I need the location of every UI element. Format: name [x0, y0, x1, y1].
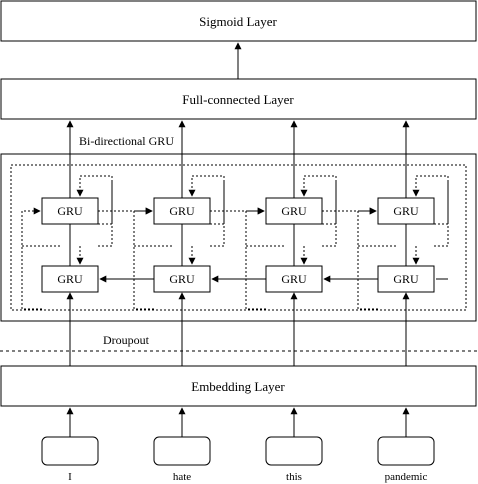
- dropout-label: Droupout: [103, 333, 150, 347]
- input-word-label-1: hate: [173, 471, 191, 483]
- input-word-box-0: [41, 436, 99, 466]
- forward-input-feed-2: [245, 207, 266, 310]
- forward-gru-cell-2: [265, 197, 323, 225]
- input-word-label-3: pandemic: [385, 471, 428, 483]
- input-word-label-0: I: [68, 471, 72, 483]
- sigmoid-layer-box: [0, 0, 477, 42]
- input-word-label-2: this: [286, 471, 302, 483]
- backward-gru-label-3: GRU: [393, 272, 419, 286]
- backward-loop-up-1: [210, 180, 225, 247]
- backward-loop-up-3: [434, 180, 449, 247]
- fully-connected-layer-label: Full-connected Layer: [182, 92, 294, 107]
- input-word-box-1: [153, 436, 211, 466]
- sigmoid-layer-label: Sigmoid Layer: [199, 14, 277, 29]
- forward-recurrent-loop-2: [300, 175, 337, 225]
- forward-recurrent-loop-3: [412, 175, 449, 225]
- backward-gru-cell-0: [41, 265, 99, 293]
- bigru-label: Bi-directional GRU: [79, 134, 174, 148]
- backward-loop-up-0: [98, 180, 113, 247]
- forward-input-feed-1: [133, 207, 154, 310]
- forward-recurrent-loop-0: [76, 175, 113, 225]
- backward-gru-cell-1: [153, 265, 211, 293]
- forward-gru-label-3: GRU: [393, 204, 419, 218]
- backward-gru-label-0: GRU: [57, 272, 83, 286]
- fully-connected-layer-box: [0, 78, 477, 120]
- embedding-layer-label: Embedding Layer: [191, 379, 285, 394]
- backward-gru-label-1: GRU: [169, 272, 195, 286]
- input-word-box-3: [377, 436, 435, 466]
- backward-gru-cell-2: [265, 265, 323, 293]
- forward-recurrent-loop-1: [188, 175, 225, 225]
- forward-input-feed-3: [357, 207, 378, 310]
- input-word-box-2: [265, 436, 323, 466]
- forward-gru-cell-3: [377, 197, 435, 225]
- forward-gru-label-2: GRU: [281, 204, 307, 218]
- backward-loop-up-2: [322, 180, 337, 247]
- backward-gru-label-2: GRU: [281, 272, 307, 286]
- forward-gru-cell-1: [153, 197, 211, 225]
- forward-gru-label-0: GRU: [57, 204, 83, 218]
- embedding-layer-box: [0, 365, 477, 407]
- bigru-container: [0, 153, 477, 322]
- gru-columns: GRU GRU GRU GRU GRU GRU GRU GRU: [21, 120, 449, 366]
- backward-gru-cell-3: [377, 265, 435, 293]
- forward-gru-label-1: GRU: [169, 204, 195, 218]
- forward-input-feed-0: [21, 207, 42, 310]
- forward-gru-cell-0: [41, 197, 99, 225]
